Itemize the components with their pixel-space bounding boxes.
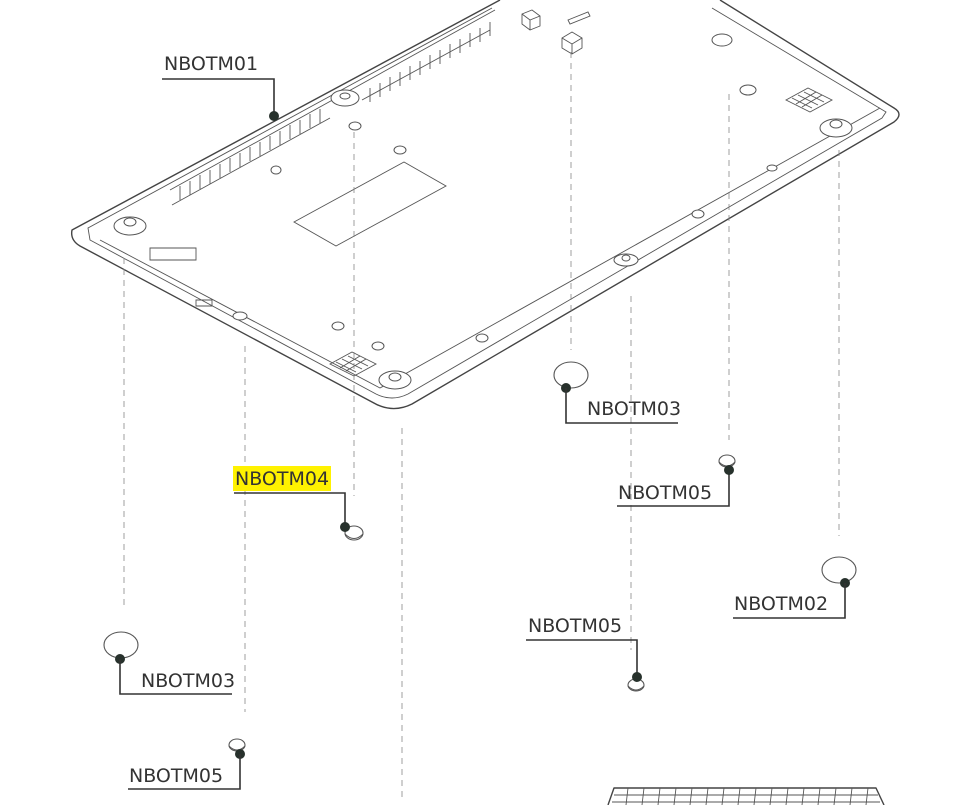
label-nbotm05-right: NBOTM05 — [618, 482, 712, 504]
label-nbotm05-center: NBOTM05 — [528, 615, 622, 637]
rubber-foot-nbotm05-left — [228, 738, 246, 752]
rubber-foot-nbotm02 — [821, 556, 857, 584]
rubber-foot-nbotm04 — [344, 525, 364, 541]
callout-nbotm05-right[interactable]: NBOTM05 — [617, 465, 734, 507]
screw-bosses — [113, 33, 853, 390]
rubber-foot-nbotm03-right — [553, 361, 589, 389]
vent-ribs — [169, 9, 496, 206]
label-plate — [293, 161, 447, 247]
label-nbotm02: NBOTM02 — [734, 593, 828, 615]
highlight-nbotm04 — [233, 466, 331, 491]
connectors — [149, 9, 591, 307]
speaker-grill-left — [329, 351, 377, 377]
label-nbotm03-right: NBOTM03 — [587, 398, 681, 420]
label-nbotm03-left: NBOTM03 — [141, 670, 235, 692]
keyboard-fragment — [607, 787, 885, 805]
label-nbotm04: NBOTM04 — [235, 468, 329, 490]
callout-nbotm05-center[interactable]: NBOTM05 — [526, 615, 642, 682]
callout-nbotm01[interactable]: NBOTM01 — [162, 53, 279, 121]
rubber-foot-nbotm05-right — [718, 454, 736, 468]
bottom-cover-frame — [70, 0, 900, 410]
callout-nbotm05-left[interactable]: NBOTM05 — [128, 749, 245, 790]
callout-nbotm02[interactable]: NBOTM02 — [733, 578, 850, 619]
label-nbotm01: NBOTM01 — [164, 53, 258, 75]
label-nbotm05-left: NBOTM05 — [129, 765, 223, 787]
callout-nbotm04[interactable]: NBOTM04 — [233, 466, 350, 532]
assembly-axis-lines — [123, 52, 840, 800]
callout-nbotm03-left[interactable]: NBOTM03 — [115, 654, 235, 695]
callout-nbotm03-right[interactable]: NBOTM03 — [561, 383, 681, 424]
speaker-grill-right — [785, 87, 833, 113]
rubber-foot-nbotm03-left — [103, 631, 139, 659]
